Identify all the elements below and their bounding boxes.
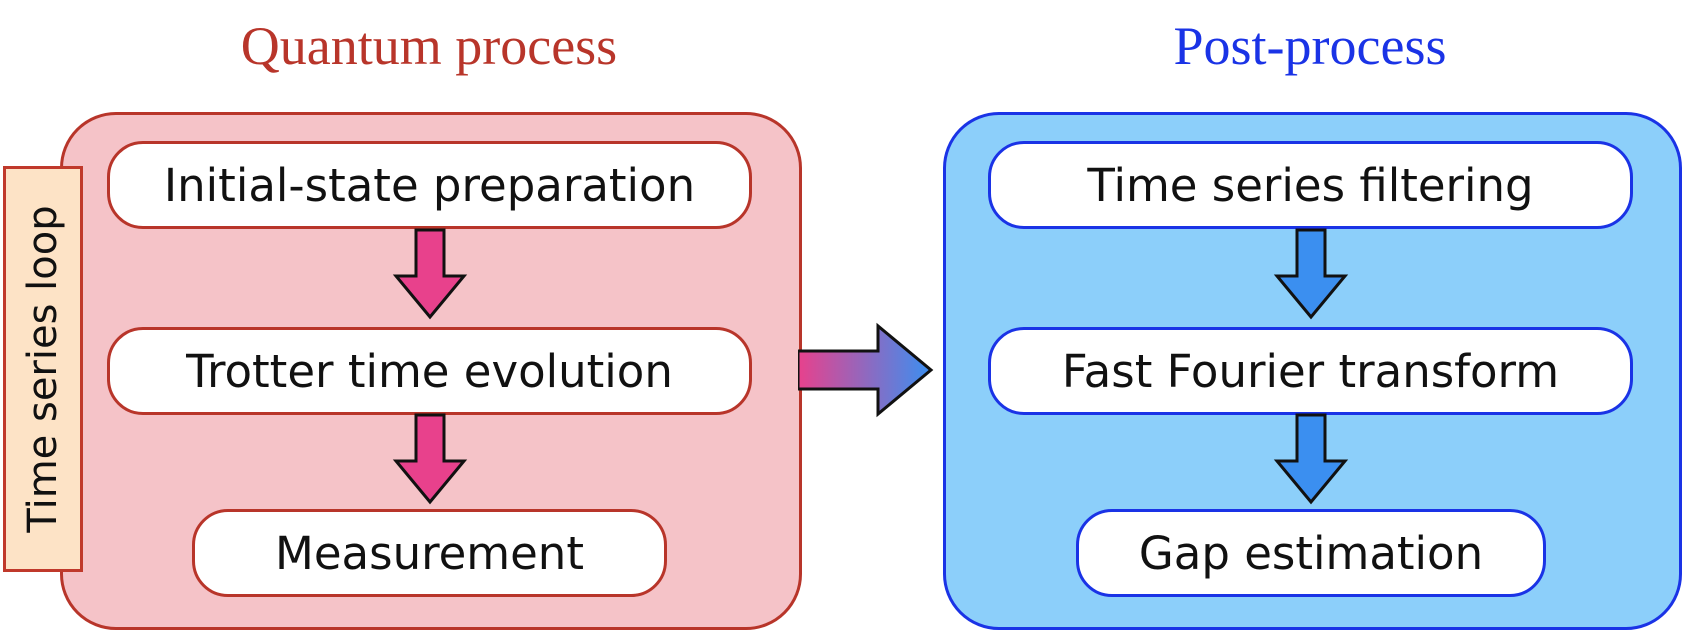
gap-estimation-step: Gap estimation bbox=[1076, 509, 1546, 597]
right-arrow-icon bbox=[798, 322, 934, 418]
trotter-time-evolution-step: Trotter time evolution bbox=[107, 327, 752, 415]
down-arrow-icon bbox=[1273, 228, 1349, 320]
time-series-loop-label: Time series loop bbox=[20, 205, 66, 533]
initial-state-preparation-step: Initial-state preparation bbox=[107, 141, 752, 229]
down-arrow-icon bbox=[1273, 413, 1349, 505]
fast-fourier-transform-step: Fast Fourier transform bbox=[988, 327, 1633, 415]
time-series-loop-tab bbox=[3, 166, 83, 572]
post-process-title: Post-process bbox=[1173, 16, 1447, 76]
quantum-process-title: Quantum process bbox=[240, 16, 618, 76]
down-arrow-icon bbox=[392, 413, 468, 505]
time-series-filtering-step: Time series filtering bbox=[988, 141, 1633, 229]
down-arrow-icon bbox=[392, 228, 468, 320]
measurement-step: Measurement bbox=[192, 509, 667, 597]
